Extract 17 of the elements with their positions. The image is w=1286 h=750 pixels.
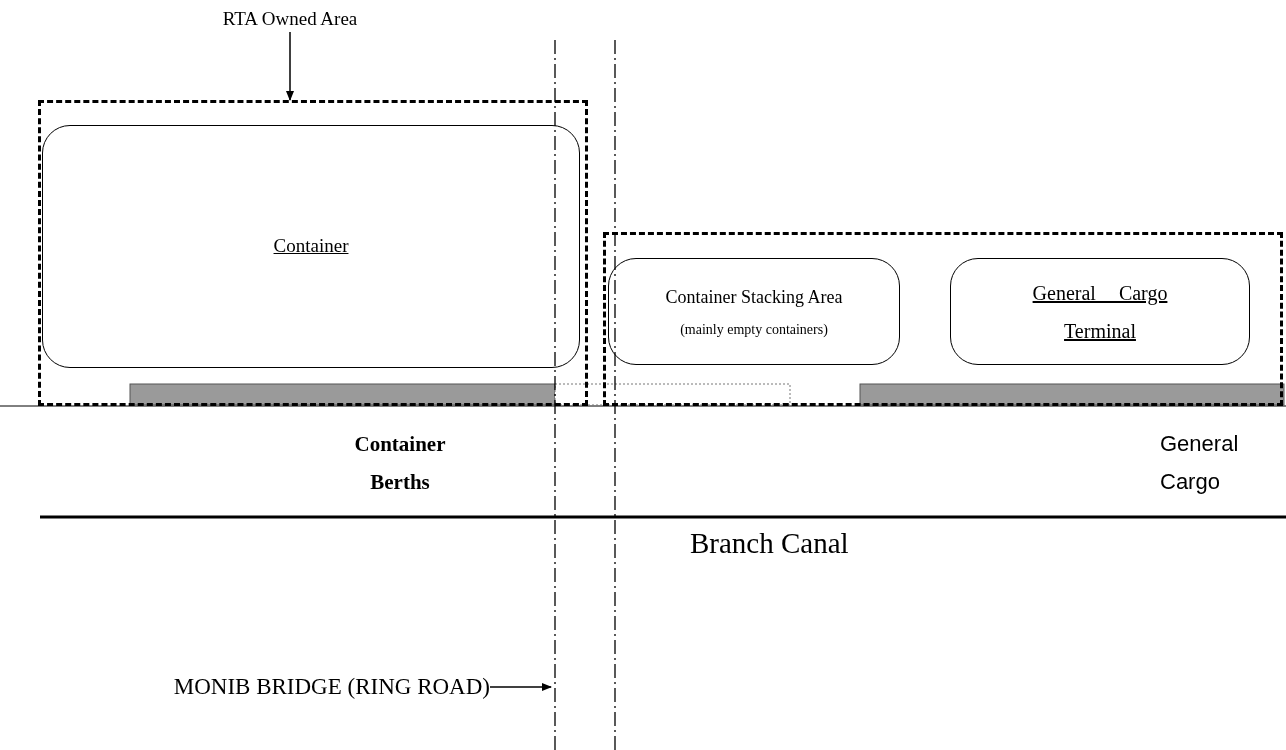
annotation-text: MONIB BRIDGE (RING ROAD) [173,672,490,701]
area-box [42,125,580,368]
arrow [286,31,294,101]
area-note: (mainly empty containers) [680,320,828,339]
place-label: Branch Canal [690,526,850,561]
place-label: General Cargo [1160,430,1240,496]
area-name: Container [273,234,349,259]
area-box [608,258,900,365]
dashed-boundary [38,100,588,406]
area-name: Container Stacking Area [665,285,843,309]
bridge-line [551,40,559,750]
annotation-text: RTA Owned Area [222,6,358,31]
area-name: General Cargo Terminal [1031,280,1169,344]
dashed-boundary [603,232,1283,406]
arrow [489,683,552,691]
place-label: Container Berths [353,431,447,496]
area-box [950,258,1250,365]
